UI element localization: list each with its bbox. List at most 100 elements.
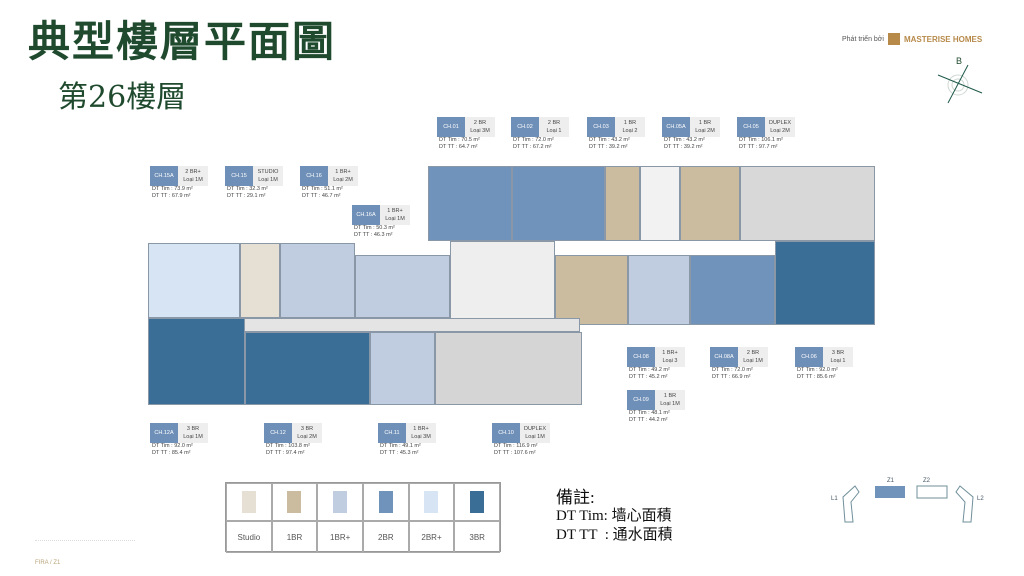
unit-dt-tt: DT TT : 45.2 m² xyxy=(629,374,668,380)
unit-ch15[interactable] xyxy=(240,243,280,318)
unit-code: CH.05A xyxy=(662,117,690,137)
unit-ch16[interactable] xyxy=(280,243,355,318)
unit-ch03[interactable] xyxy=(605,166,640,241)
unit-ch06[interactable] xyxy=(775,241,875,325)
unit-code: CH.12 xyxy=(264,423,292,443)
unit-layout: Loại 1M xyxy=(743,358,763,364)
unit-type: 3 BR xyxy=(831,350,845,356)
unit-dt-tim: DT Tim : 50.3 m² xyxy=(354,225,395,231)
unit-type: 2 BR xyxy=(746,350,760,356)
unit-code: CH.08A xyxy=(710,347,738,367)
unit-code: CH.15A xyxy=(150,166,178,186)
unit-type: 1 BR xyxy=(698,120,712,126)
keyplan-z2-block xyxy=(916,485,948,499)
unit-dt-tt: DT TT : 64.7 m² xyxy=(439,144,478,150)
unit-layout: Loại 3M xyxy=(470,128,490,134)
unit-dt-tim: DT Tim : 116.9 m² xyxy=(494,443,538,449)
developer-name: MASTERISE HOMES xyxy=(903,34,983,44)
unit-type: DUPLEX xyxy=(523,426,546,432)
unit-layout: Loại 1 xyxy=(830,358,846,364)
unit-dt-tim: DT Tim : 106.1 m² xyxy=(739,137,783,143)
legend-label: 1BR+ xyxy=(317,521,363,553)
unit-code: CH.09 xyxy=(627,390,655,410)
unit-code: CH.06 xyxy=(795,347,823,367)
unit-ch08[interactable] xyxy=(628,255,690,325)
unit-ch01[interactable] xyxy=(428,166,512,241)
footer-label: FIRA / Z1 xyxy=(35,560,61,566)
notes-title: 備註: xyxy=(556,488,595,507)
developer-prefix: Phát triển bởi xyxy=(842,35,884,43)
unit-dt-tim: DT Tim : 73.9 m² xyxy=(152,186,193,192)
unit-code: CH.12A xyxy=(150,423,178,443)
unit-type: 3 BR xyxy=(186,426,200,432)
unit-type: 1 BR+ xyxy=(662,350,678,356)
keyplan-z2: Z2 xyxy=(923,478,931,484)
unit-dt-tim: DT Tim : 49.1 m² xyxy=(380,443,421,449)
unit-dt-tt: DT TT : 44.2 m² xyxy=(629,417,668,423)
core-center xyxy=(450,241,555,331)
unit-dt-tim: DT Tim : 32.3 m² xyxy=(227,186,268,192)
unit-dt-tt: DT TT : 97.4 m² xyxy=(266,450,305,456)
unit-dt-tim: DT Tim : 72.0 m² xyxy=(513,137,554,143)
unit-ch02[interactable] xyxy=(512,166,605,241)
unit-layout: Loại 1 xyxy=(546,128,562,134)
unit-ch09[interactable] xyxy=(555,255,628,325)
unit-dt-tt: DT TT : 45.3 m² xyxy=(380,450,419,456)
unit-dt-tim: DT Tim : 48.1 m² xyxy=(629,410,670,416)
unit-type: 1 BR+ xyxy=(387,208,403,214)
unit-code: CH.11 xyxy=(378,423,406,443)
unit-ch15a[interactable] xyxy=(148,243,240,318)
unit-code: CH.15 xyxy=(225,166,253,186)
key-plan: L1 Z1 Z2 L2 xyxy=(831,478,984,523)
swatch-1br xyxy=(287,491,302,513)
unit-dt-tt: DT TT : 39.2 m² xyxy=(664,144,703,150)
unit-layout: Loại 1M xyxy=(258,177,278,183)
unit-dt-tt: DT TT : 85.6 m² xyxy=(797,374,836,380)
keyplan-l1: L1 xyxy=(831,496,838,502)
unit-ch08a[interactable] xyxy=(690,255,775,325)
unit-dt-tim: DT Tim : 49.2 m² xyxy=(629,367,670,373)
unit-layout: Loại 1M xyxy=(525,434,545,440)
notes: 備註: DT Tim: 墙心面積 DT TT : 通水面積 xyxy=(556,488,673,545)
unit-dt-tt: DT TT : 67.2 m² xyxy=(513,144,552,150)
legend-label: 2BR xyxy=(363,521,409,553)
unit-dt-tim: DT Tim : 92.0 m² xyxy=(797,367,838,373)
unit-dt-tim: DT Tim : 51.1 m² xyxy=(302,186,343,192)
unit-ch10[interactable] xyxy=(435,332,582,405)
unit-ch05[interactable] xyxy=(740,166,875,241)
unit-dt-tt: DT TT : 85.4 m² xyxy=(152,450,191,456)
unit-type: DUPLEX xyxy=(768,120,791,126)
unit-layout: Loại 3 xyxy=(662,358,678,364)
unit-type: 1 BR xyxy=(663,393,677,399)
unit-ch12[interactable] xyxy=(245,332,370,405)
unit-dt-tt: DT TT : 29.1 m² xyxy=(227,193,266,199)
unit-code: CH.16 xyxy=(300,166,328,186)
swatch-1br-plus xyxy=(333,491,348,513)
unit-dt-tt: DT TT : 46.7 m² xyxy=(302,193,341,199)
swatch-3br xyxy=(470,491,485,513)
unit-code: CH.08 xyxy=(627,347,655,367)
unit-ch16a[interactable] xyxy=(355,255,450,318)
floor-subtitle: 第26樓層 xyxy=(58,80,187,115)
masterise-logo-icon xyxy=(887,33,900,45)
legend-label: 2BR+ xyxy=(408,521,455,553)
unit-code: CH.02 xyxy=(511,117,539,137)
unit-ch05a[interactable] xyxy=(680,166,740,241)
unit-ch12a[interactable] xyxy=(148,318,245,405)
unit-dt-tim: DT Tim : 92.0 m² xyxy=(152,443,193,449)
unit-layout: Loại 1M xyxy=(660,401,680,407)
compass-icon: B xyxy=(937,56,983,104)
unit-dt-tt: DT TT : 97.7 m² xyxy=(739,144,778,150)
unit-type: 1 BR xyxy=(623,120,637,126)
unit-ch11[interactable] xyxy=(370,332,435,405)
